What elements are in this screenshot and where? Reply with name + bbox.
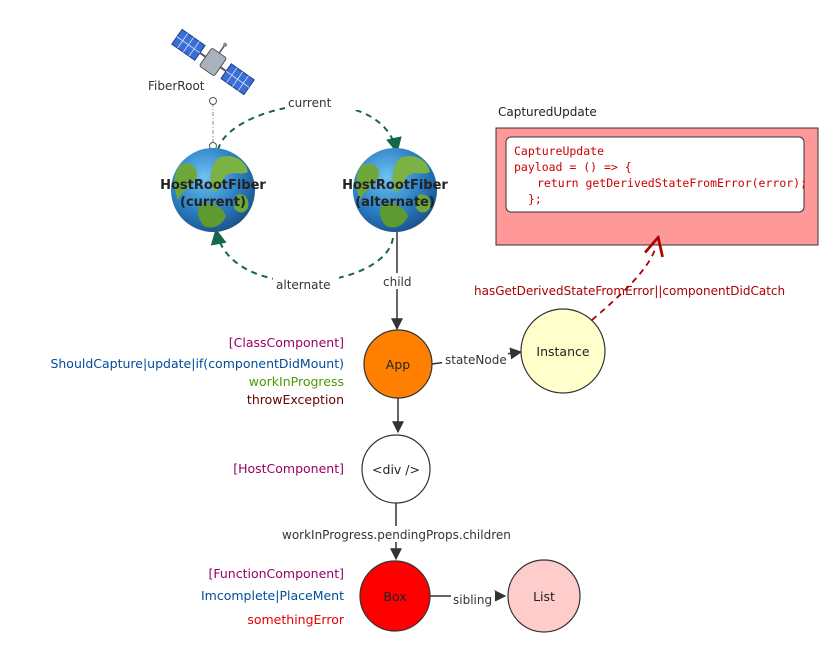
div-node-label: <div /> xyxy=(372,462,420,477)
connector-dot-top xyxy=(209,97,217,105)
alternate-edge-label: alternate xyxy=(276,278,331,292)
current-edge xyxy=(217,103,402,154)
app-flags-label: ShouldCapture|update|if(componentDidMoun… xyxy=(50,356,344,371)
instance-node xyxy=(520,308,606,394)
code-line-3: return getDerivedStateFromError(error); xyxy=(537,176,807,190)
host-root-current-subtitle: (current) xyxy=(180,195,246,210)
host-root-current-title: HostRootFiber xyxy=(160,178,266,193)
current-edge-label-bg xyxy=(285,94,359,110)
host-root-fiber-current: HostRootFiber (current) xyxy=(160,148,266,232)
child-edge-label: child xyxy=(383,275,412,289)
pending-props-edge-label-bg xyxy=(280,526,516,542)
box-flags-label: Imcomplete|PlaceMent xyxy=(201,588,344,603)
alternate-edge-label-bg xyxy=(273,276,339,292)
derived-state-edge xyxy=(591,246,656,321)
current-edge-label: current xyxy=(288,96,332,110)
satellite-icon xyxy=(171,28,255,96)
captured-update-code-box xyxy=(505,136,805,213)
host-root-fiber-alternate: HostRootFiber (alternate) xyxy=(342,148,448,232)
box-error-label: somethingError xyxy=(247,612,345,627)
host-root-alternate-title: HostRootFiber xyxy=(342,178,448,193)
pending-props-edge-label: workInProgress.pendingProps.children xyxy=(282,528,511,542)
child-edge-label-bg xyxy=(380,273,414,289)
alternate-edge xyxy=(210,228,394,283)
derived-state-edge-label: hasGetDerivedStateFromError||componentDi… xyxy=(474,284,785,298)
box-type-label: [FunctionComponent] xyxy=(209,566,345,581)
list-node-label: List xyxy=(533,589,555,604)
code-line-1: CaptureUpdate xyxy=(514,144,604,158)
sibling-edge-label-bg xyxy=(451,591,495,607)
globe-icon xyxy=(353,148,437,232)
globe-icon xyxy=(171,148,255,232)
app-node-label: App xyxy=(386,357,410,372)
box-node-label: Box xyxy=(383,589,406,604)
app-throw-exception-label: throwException xyxy=(247,392,344,407)
captured-update-title: CapturedUpdate xyxy=(498,105,597,119)
list-node xyxy=(507,559,581,633)
fiber-root-label: FiberRoot xyxy=(148,79,205,93)
code-line-4: }; xyxy=(528,192,542,206)
sibling-edge-label: sibling xyxy=(453,593,492,607)
instance-node-label: Instance xyxy=(536,344,589,359)
state-node-edge-label: stateNode xyxy=(445,353,507,367)
code-line-2: payload = () => { xyxy=(514,160,632,174)
app-work-in-progress-label: workInProgress xyxy=(249,374,344,389)
state-node-edge-label-bg xyxy=(442,351,508,367)
div-type-label: [HostComponent] xyxy=(233,461,344,476)
app-type-label: [ClassComponent] xyxy=(229,335,344,350)
host-root-alternate-subtitle: (alternate) xyxy=(355,195,435,210)
